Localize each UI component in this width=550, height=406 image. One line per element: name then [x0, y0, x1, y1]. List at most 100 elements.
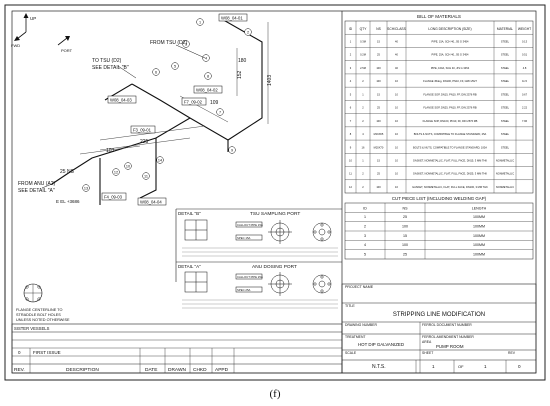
- bom-title: BILL OF MATERIALS: [417, 14, 461, 19]
- bom-cell: GASKET, NONMETALLIC, FLAT, FULL FACE, DN…: [413, 159, 488, 163]
- weld-tag: F7_09-02: [184, 100, 203, 105]
- cut-cell: 100: [402, 243, 408, 247]
- see-detail-b: SEE DETAIL "B": [92, 65, 129, 71]
- bom-cell: 10: [395, 119, 398, 123]
- spec-tag: SPEC 15A: [237, 236, 251, 240]
- flange-note-line: STRADDLE BOLT HOLES: [16, 313, 61, 317]
- spec-tag: SPEC 25A: [237, 288, 251, 292]
- bom-cell: 4: [350, 79, 352, 83]
- cut-cell: 1: [364, 215, 366, 219]
- item-bubble: [171, 62, 179, 70]
- see-detail-a: SEE DETAIL "A": [18, 188, 55, 194]
- treatment-label: TREATMENT: [345, 335, 365, 339]
- cut-cell: 25: [403, 215, 407, 219]
- bubble-label: 10: [126, 164, 130, 168]
- rev-number: 0: [18, 350, 21, 355]
- tsu-sampling-title: TSU SAMPLING PORT: [250, 211, 300, 217]
- bom-cell: STEEL: [501, 53, 510, 57]
- bom-cell: STEEL: [501, 119, 510, 123]
- flange-note-line: FLANGE CENTERLINE TO: [16, 308, 63, 312]
- bom-cell: 15: [377, 92, 380, 96]
- outer-border: [4, 4, 546, 381]
- cut-title: CUT PIECE LIST (INCLUDING WELDING GAP): [392, 196, 487, 201]
- bom-cell: STEEL: [501, 39, 510, 43]
- project-name-label: PROJECT NAME: [345, 285, 374, 289]
- cut-cell: 100MM: [473, 252, 485, 256]
- bom-header-cell: LONG DESCRIPTION (SIZE): [428, 27, 471, 31]
- bubble-label: 14: [158, 158, 162, 162]
- cut-cell: 2: [364, 224, 366, 228]
- bom-cell: 4: [362, 132, 364, 136]
- bom-grid: [345, 21, 533, 193]
- bom-cell: 3: [350, 66, 352, 70]
- item-bubbles: [82, 18, 252, 192]
- bom-cell: 0.3M: [360, 39, 366, 43]
- dim-text: 103: [106, 148, 115, 154]
- bom-cell: 100: [376, 66, 381, 70]
- bom-cell: PIPE, 15A, SCH 40, JIS G 3454: [432, 39, 469, 43]
- bom-cell: 40: [395, 39, 398, 43]
- from-tsu-label: FROM TSU (D2): [150, 40, 187, 46]
- bubble-label: 4: [205, 56, 207, 60]
- item-bubble: [204, 72, 212, 80]
- bom-cell: 10: [395, 145, 398, 149]
- cut-grid: [345, 203, 533, 259]
- isometric-drawing: UP FWD PORT 1403 152 251: [11, 13, 273, 206]
- item-bubble: [244, 28, 252, 36]
- cut-header-cell: NS: [403, 206, 409, 210]
- pipe-run-inlet: [51, 171, 71, 185]
- flange-note-line: UNLESS NOTED OTHERWISE: [16, 318, 70, 322]
- item-bubble: [182, 40, 190, 48]
- bom-cell: 40: [395, 53, 398, 57]
- bom-header-cell: ID: [349, 27, 353, 31]
- bom-cell: 9: [350, 145, 352, 149]
- bom-cell: FLANGE SOP, DN25, PN10, FF, DIN 2576 RB: [423, 106, 477, 110]
- bubble-label: 11: [144, 174, 148, 178]
- ns-label: 25 NS: [60, 169, 75, 175]
- bom-cell: 8: [350, 132, 352, 136]
- bom-cell: 15: [377, 39, 380, 43]
- bubble-label: 13: [84, 186, 88, 190]
- rev-description: FIRST ISSUE: [33, 350, 61, 355]
- flange-note: FLANGE CENTERLINE TO STRADDLE BOLT HOLES…: [16, 283, 70, 322]
- scale-label: SCALE: [345, 351, 357, 355]
- up-label: UP: [30, 16, 36, 21]
- pipe-run-drop: [139, 138, 157, 199]
- bom-cell: PIPE, 100A, SCH 40, JIS G 3454: [431, 66, 470, 70]
- bom-cell: 10: [395, 132, 398, 136]
- weld-tag: W08_04-03: [110, 98, 132, 103]
- pipe-run-mid: [131, 83, 229, 141]
- cut-piece-list: CUT PIECE LIST (INCLUDING WELDING GAP) I…: [344, 196, 534, 260]
- figure-caption: (f): [269, 388, 281, 400]
- revision-block: SISTER VESSELS 0 FIRST ISSUE REV. DESCRI…: [11, 323, 343, 374]
- ferrol-amend-label: FERROL AMENDMENT NUMBER: [422, 335, 474, 339]
- drawing-number-label: DRAWING NUMBER: [345, 323, 377, 327]
- dim-text: 180: [238, 58, 247, 64]
- detail-a-label: DETAIL "A": [178, 264, 201, 269]
- bom-cell: 5: [350, 92, 352, 96]
- cut-cell: 100MM: [473, 234, 485, 238]
- bom-cell: 2: [350, 53, 352, 57]
- bom-cell: STEEL: [501, 92, 510, 96]
- bom-cell: 1: [362, 92, 364, 96]
- bom-cell: NONMETALLIC: [496, 185, 514, 189]
- cut-header-cell: ID: [363, 206, 367, 210]
- bom-cell: 10: [395, 172, 398, 176]
- detail-a-notes: [182, 299, 338, 309]
- dim-text: 109: [210, 100, 219, 106]
- title-label: TITLE: [345, 304, 355, 308]
- bom-cell: 100: [376, 185, 381, 189]
- sheet-label: SHEET: [422, 351, 433, 355]
- cut-cell: 25: [403, 252, 407, 256]
- bom-header-cell: SCH/CLASS: [387, 27, 406, 31]
- bom-cell: 10: [349, 159, 352, 163]
- item-bubble: [156, 156, 164, 164]
- cut-cell: 3: [364, 234, 366, 238]
- bom-cell: 40: [395, 66, 398, 70]
- bom-cell: 10: [395, 92, 398, 96]
- rev-header: REV.: [14, 367, 25, 373]
- bubble-label: 9: [231, 148, 233, 152]
- cut-cell: 100MM: [473, 224, 485, 228]
- bom-cell: 10: [395, 159, 398, 163]
